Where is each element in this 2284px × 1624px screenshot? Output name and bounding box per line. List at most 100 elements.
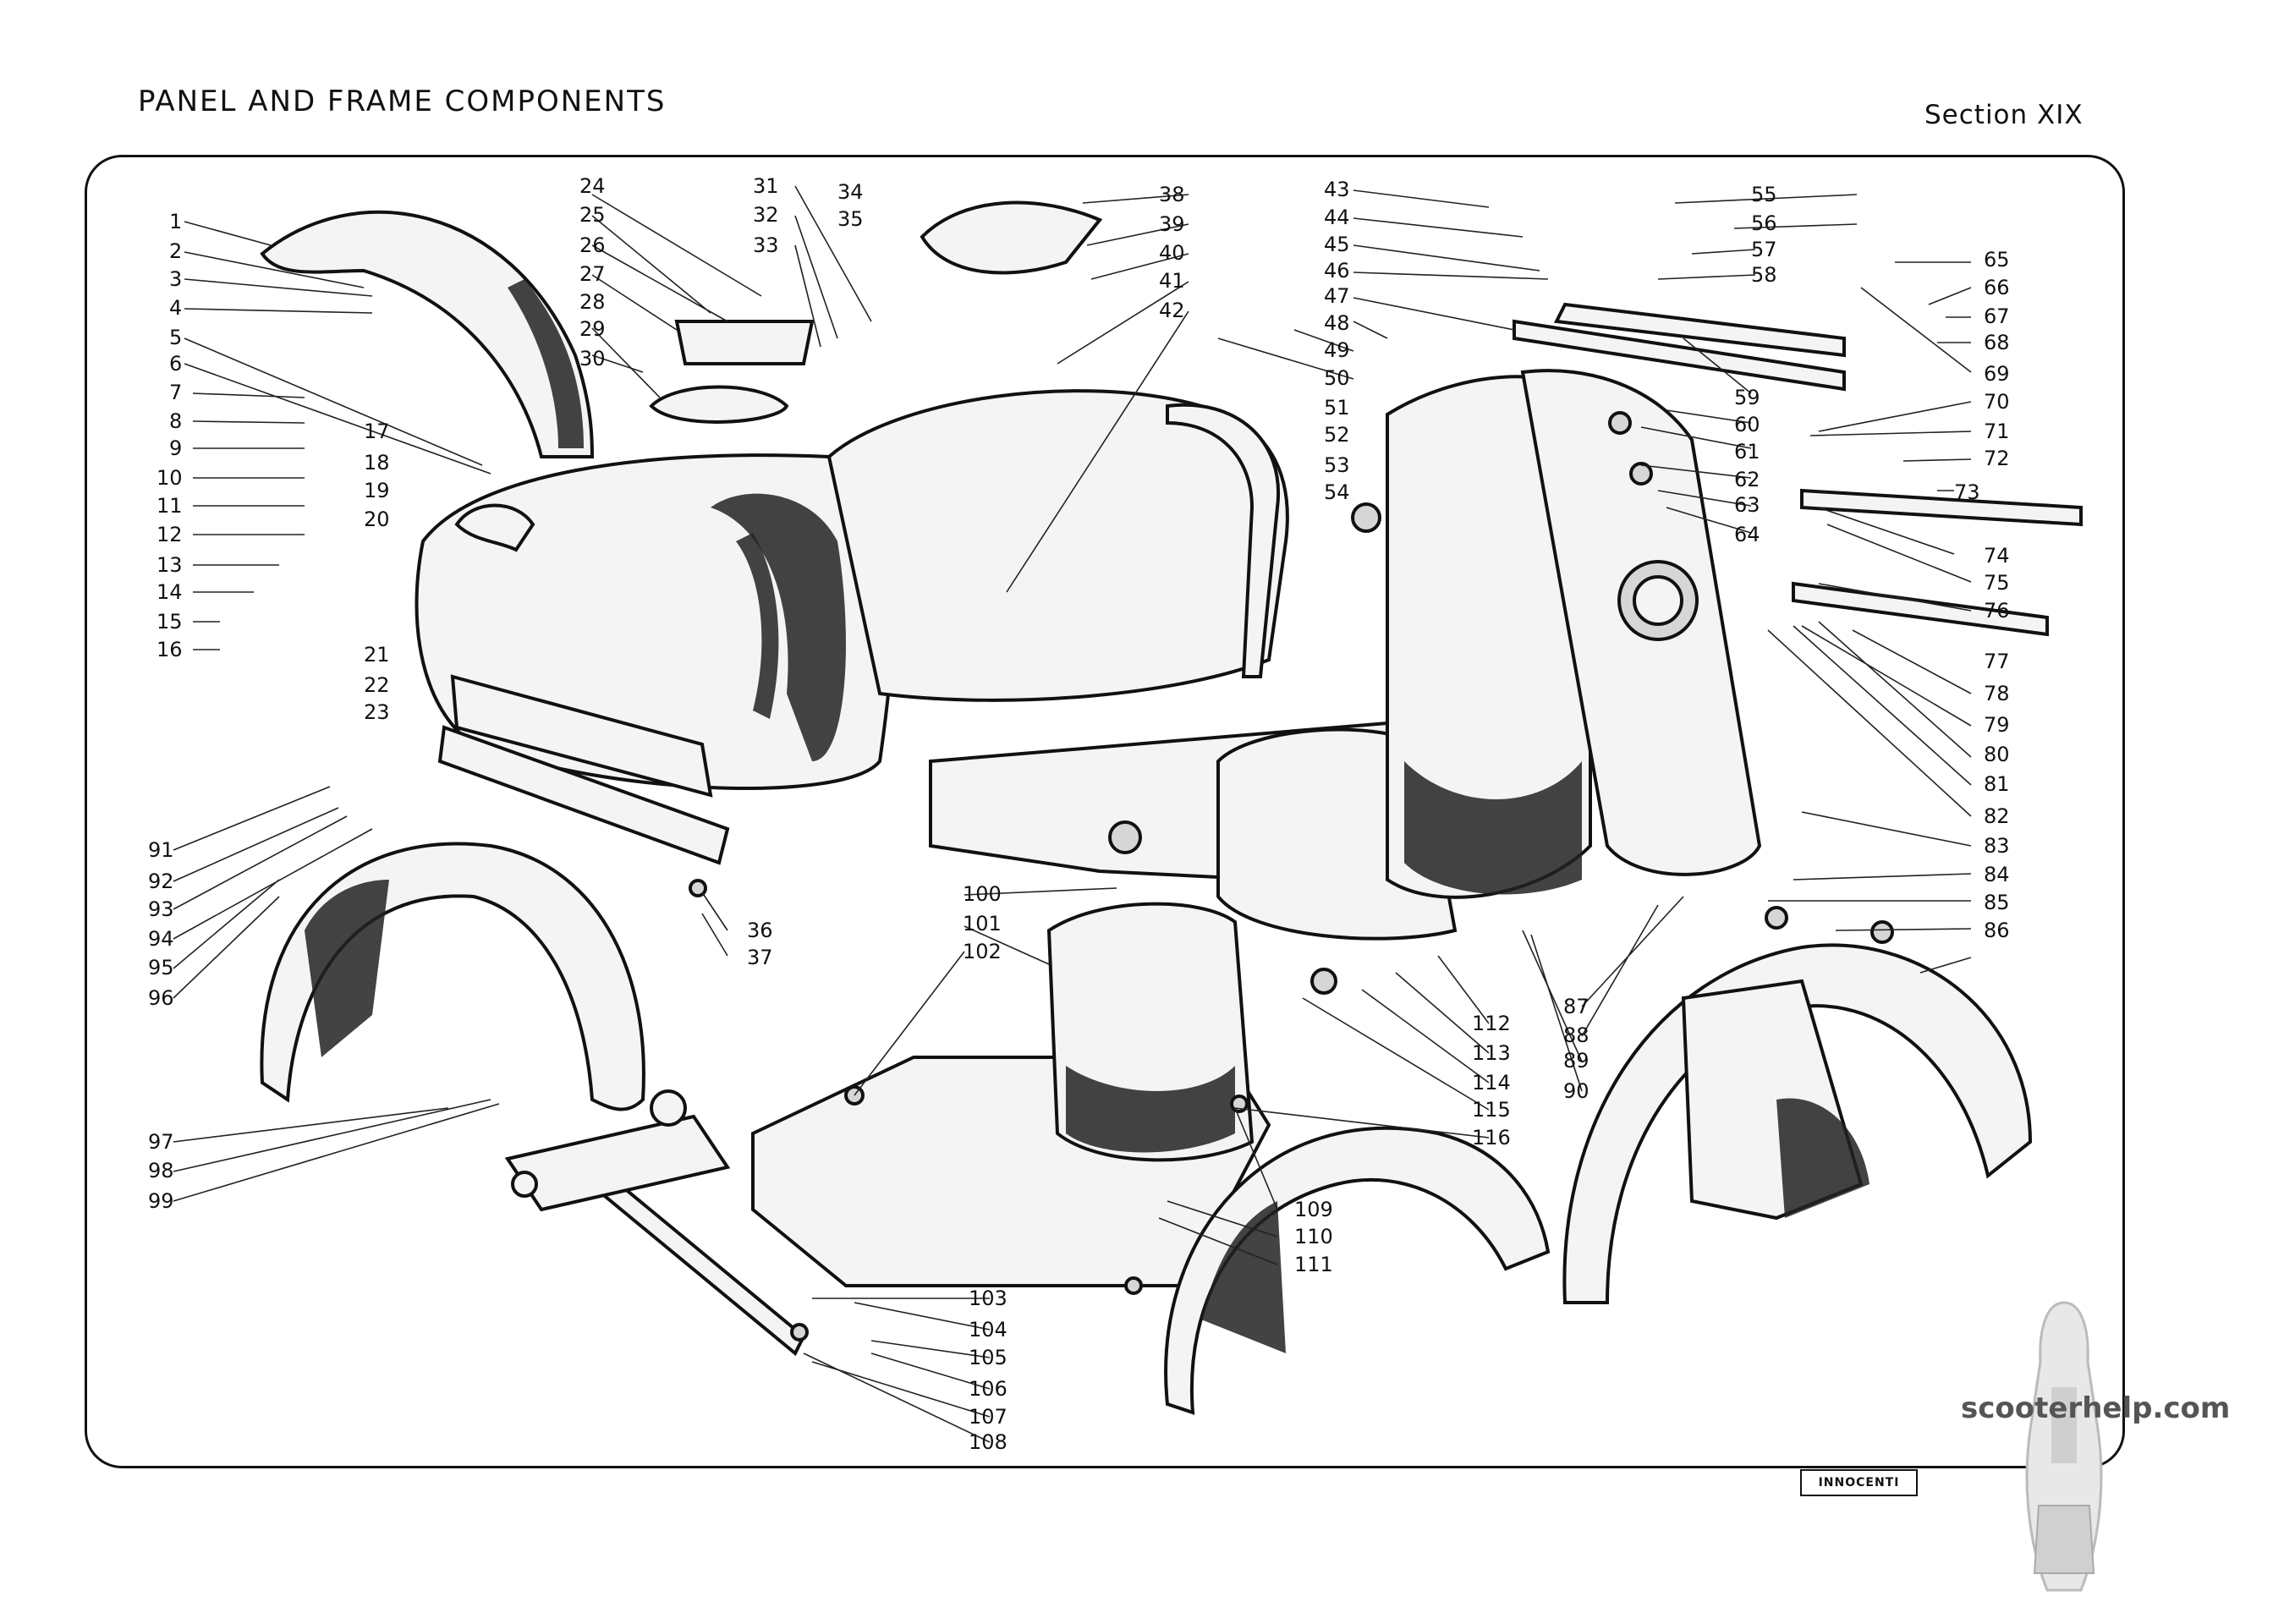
callout-69: 69 [1984,362,2010,386]
callout-2: 2 [169,239,182,263]
callout-104: 104 [969,1318,1007,1341]
callout-68: 68 [1984,331,2010,354]
callout-73: 73 [1954,480,1980,504]
callout-45: 45 [1324,233,1350,256]
callout-97: 97 [148,1130,174,1154]
callout-76: 76 [1984,599,2010,623]
callout-44: 44 [1324,206,1350,229]
callout-23: 23 [364,700,390,724]
callout-111: 111 [1294,1253,1333,1276]
callout-64: 64 [1734,523,1760,546]
callout-87: 87 [1563,995,1589,1018]
callout-113: 113 [1472,1041,1511,1065]
callout-83: 83 [1984,834,2010,858]
small-hardware [689,411,1894,1341]
rear-mudguard-upper [260,210,595,458]
callout-22: 22 [364,673,390,697]
callout-77: 77 [1984,650,2010,673]
callout-71: 71 [1984,420,2010,443]
front-mudguard [1562,943,2033,1304]
callout-115: 115 [1472,1098,1511,1122]
callout-72: 72 [1984,447,2010,470]
callout-114: 114 [1472,1071,1511,1095]
callout-112: 112 [1472,1012,1511,1035]
callout-93: 93 [148,897,174,921]
callout-78: 78 [1984,682,2010,705]
callout-14: 14 [156,580,183,604]
callout-leader-lines [173,185,1972,1443]
callout-81: 81 [1984,772,2010,796]
callout-8: 8 [169,409,182,433]
callout-60: 60 [1734,413,1760,436]
callout-42: 42 [1159,299,1185,322]
floor-runner-strips [437,302,2083,1357]
callout-82: 82 [1984,804,2010,828]
callout-41: 41 [1159,269,1185,293]
callout-57: 57 [1751,238,1777,261]
callout-49: 49 [1324,338,1350,362]
callout-80: 80 [1984,743,2010,766]
callout-84: 84 [1984,863,2010,886]
callout-15: 15 [156,610,183,634]
callout-58: 58 [1751,263,1777,287]
callout-62: 62 [1734,468,1760,491]
callout-98: 98 [148,1159,174,1182]
center-fender [1164,1126,1551,1415]
callout-51: 51 [1324,396,1350,420]
callout-17: 17 [364,420,390,443]
callout-109: 109 [1294,1198,1333,1221]
callout-103: 103 [969,1287,1007,1310]
callout-106: 106 [969,1377,1007,1401]
callout-65: 65 [1984,248,2010,272]
callout-107: 107 [969,1405,1007,1429]
front-leg-shield [1386,369,1762,899]
callout-59: 59 [1734,386,1760,409]
rear-fender-lower [260,842,645,1111]
callout-31: 31 [753,174,779,198]
callout-95: 95 [148,956,174,979]
callout-9: 9 [169,436,182,460]
callout-32: 32 [753,203,779,227]
callout-79: 79 [1984,713,2010,737]
callout-13: 13 [156,553,183,577]
callout-61: 61 [1734,440,1760,464]
callout-33: 33 [753,233,779,257]
callout-54: 54 [1324,480,1350,504]
callout-74: 74 [1984,544,2010,568]
callout-110: 110 [1294,1225,1333,1248]
callout-24: 24 [579,174,606,198]
callout-21: 21 [364,643,390,667]
callout-102: 102 [963,940,1002,963]
callout-3: 3 [169,267,182,291]
callout-20: 20 [364,508,390,531]
callout-7: 7 [169,381,182,404]
callout-67: 67 [1984,304,2010,328]
callout-39: 39 [1159,212,1185,236]
callout-66: 66 [1984,276,2010,299]
callout-11: 11 [156,494,183,518]
callout-86: 86 [1984,919,2010,942]
callout-29: 29 [579,317,606,341]
callout-30: 30 [579,347,606,370]
callout-75: 75 [1984,571,2010,595]
callout-28: 28 [579,290,606,314]
callout-40: 40 [1159,241,1185,265]
callout-48: 48 [1324,311,1350,335]
callout-5: 5 [169,326,182,349]
callout-19: 19 [364,479,390,502]
callout-35: 35 [837,207,864,231]
callout-46: 46 [1324,259,1350,283]
callout-numbers: 1 2 3 4 5 6 7 8 9 10 11 12 13 14 15 16 1… [148,174,2010,1454]
central-frame [826,389,1458,941]
callout-1: 1 [169,210,182,233]
callout-92: 92 [148,870,174,893]
callout-70: 70 [1984,390,2010,414]
callout-47: 47 [1324,284,1350,308]
top-lid-parts [649,200,1103,424]
callout-90: 90 [1563,1079,1589,1103]
callout-108: 108 [969,1430,1007,1454]
callout-36: 36 [747,919,773,942]
callout-99: 99 [148,1189,174,1213]
callout-85: 85 [1984,891,2010,914]
callout-38: 38 [1159,183,1185,206]
